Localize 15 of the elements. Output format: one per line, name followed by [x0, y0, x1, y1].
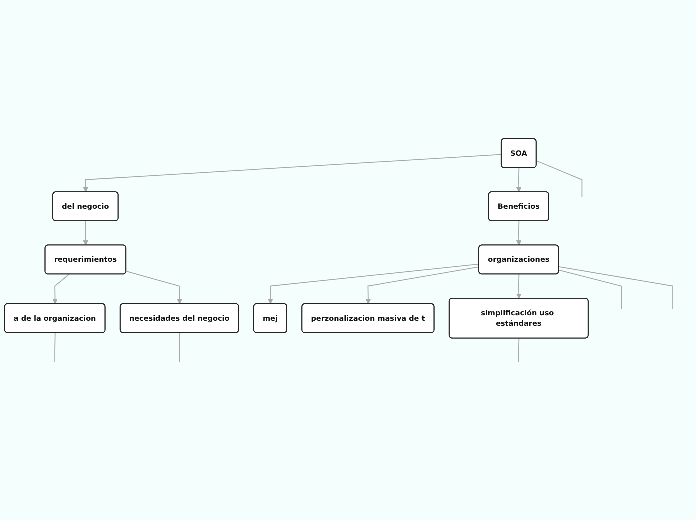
arrow [516, 168, 522, 193]
arrow [366, 266, 480, 305]
connector-line [179, 332, 180, 364]
connector-line [54, 332, 56, 364]
connector-line [518, 338, 520, 364]
arrow [516, 274, 522, 300]
arrow [268, 264, 480, 305]
connector-line [558, 266, 674, 310]
arrow [83, 154, 502, 193]
arrow [83, 221, 89, 246]
connector-line [558, 270, 622, 310]
arrow [52, 274, 70, 305]
connector-line [536, 160, 583, 198]
arrow [516, 221, 522, 246]
arrow [126, 271, 182, 305]
